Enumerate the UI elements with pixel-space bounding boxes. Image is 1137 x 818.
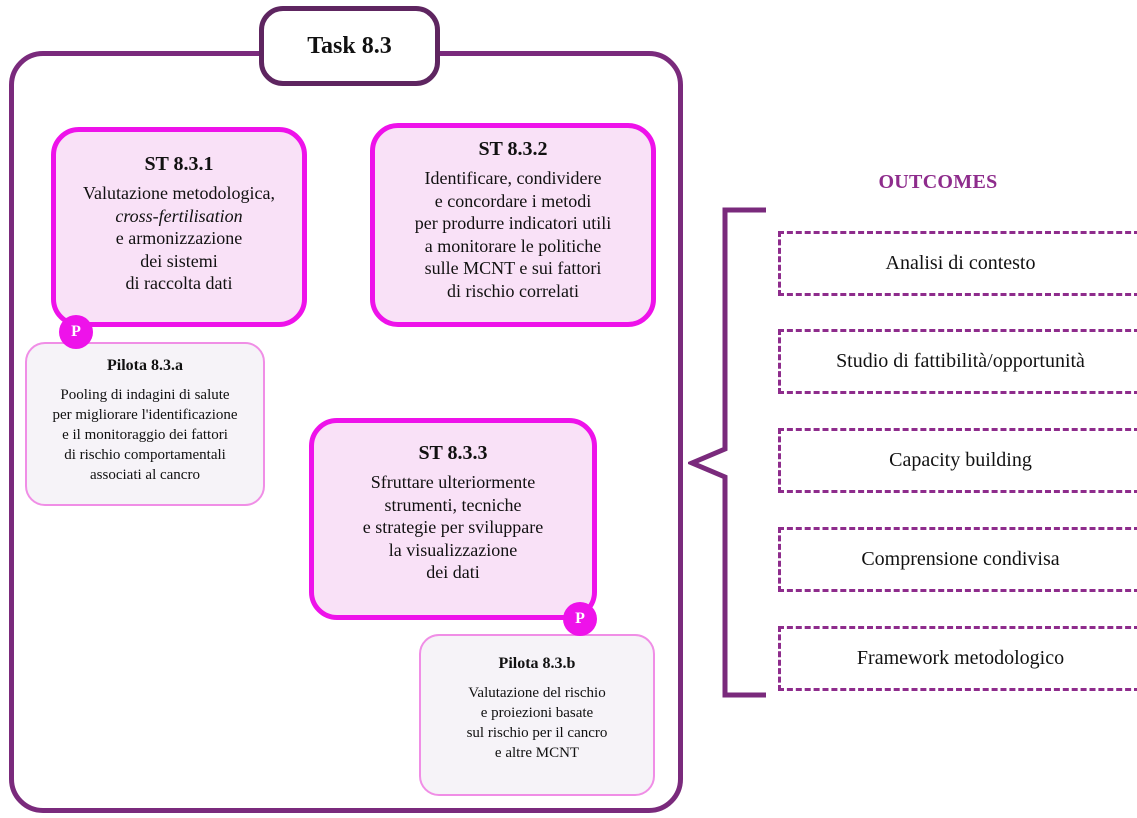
- subtask-line: sulle MCNT e sui fattori: [424, 258, 602, 278]
- outcome-item: Capacity building: [778, 428, 1137, 493]
- subtask-line: dei sistemi: [140, 250, 218, 271]
- pilot-line: per migliorare l'identificazione: [52, 407, 238, 423]
- subtask-8-3-2: ST 8.3.2 Identificare, condividere e con…: [370, 123, 656, 327]
- pilot-title: Pilota 8.3.b: [498, 655, 576, 672]
- outcome-item: Framework metodologico: [778, 626, 1137, 691]
- pilot-line: e altre MCNT: [494, 745, 580, 761]
- subtask-line: la visualizzazione: [388, 539, 518, 560]
- subtask-title: ST 8.3.1: [144, 153, 214, 175]
- subtask-line: per produrre indicatori utili: [414, 213, 612, 233]
- subtask-line: Sfruttare ulteriormente: [370, 472, 536, 492]
- subtask-title: ST 8.3.2: [478, 138, 548, 160]
- pilot-line: Pooling di indagini di salute: [60, 387, 230, 403]
- outcome-item: Analisi di contesto: [778, 231, 1137, 296]
- subtask-line: e strategie per sviluppare: [362, 517, 544, 537]
- task-title: Task 8.3: [259, 6, 440, 86]
- pilot-line: e il monitoraggio dei fattori: [62, 427, 228, 443]
- outcomes-bracket: [688, 207, 766, 698]
- pilot-line: e proiezioni basate: [480, 705, 594, 721]
- pilot-line: sul rischio per il cancro: [466, 725, 608, 741]
- subtask-line: e concordare i metodi: [434, 190, 592, 211]
- subtask-8-3-1: ST 8.3.1 Valutazione metodologica, cross…: [51, 127, 307, 327]
- outcome-item: Comprensione condivisa: [778, 527, 1137, 592]
- subtask-line: dei dati: [426, 562, 480, 582]
- pilot-line: di rischio comportamentali: [64, 447, 226, 463]
- subtask-line: Valutazione metodologica,: [83, 183, 275, 203]
- pilot-title: Pilota 8.3.a: [107, 357, 183, 374]
- pilot-8-3-b: Pilota 8.3.b Valutazione del rischio e p…: [419, 634, 655, 796]
- subtask-8-3-3: ST 8.3.3 Sfruttare ulteriormente strumen…: [309, 418, 597, 620]
- subtask-title: ST 8.3.3: [418, 442, 488, 464]
- pilot-line: Valutazione del rischio: [468, 685, 606, 701]
- subtask-line: strumenti, tecniche: [384, 494, 522, 515]
- subtask-line: di raccolta dati: [125, 273, 233, 293]
- outcome-item: Studio di fattibilità/opportunità: [778, 329, 1137, 394]
- subtask-line: di rischio correlati: [447, 280, 579, 301]
- pilot-line: associati al cancro: [90, 467, 200, 483]
- subtask-line: a monitorare le politiche: [424, 235, 602, 256]
- pilot-8-3-a: Pilota 8.3.a Pooling di indagini di salu…: [25, 342, 265, 506]
- subtask-line: e armonizzazione: [115, 228, 243, 248]
- subtask-line: Identificare, condividere: [424, 168, 602, 188]
- outcomes-heading: OUTCOMES: [878, 171, 998, 193]
- pilot-badge-a: P: [59, 315, 93, 349]
- pilot-badge-b: P: [563, 602, 597, 636]
- subtask-line: cross-fertilisation: [115, 205, 243, 226]
